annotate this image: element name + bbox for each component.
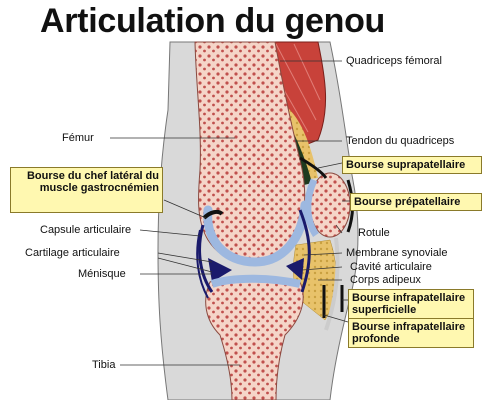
femur-cartilage <box>203 200 310 267</box>
joint-capsule <box>198 209 311 293</box>
label-quadriceps-femoral: Quadriceps fémoral <box>346 55 442 67</box>
label-cartilage-articulaire: Cartilage articulaire <box>25 247 120 259</box>
label-bourse-infra-superficielle: Bourse infrapatellaire superficielle <box>348 289 474 319</box>
label-tendon-quadriceps: Tendon du quadriceps <box>346 135 455 147</box>
label-tibia: Tibia <box>92 359 116 371</box>
meniscus-anterior <box>286 258 304 280</box>
label-menisque: Ménisque <box>78 268 126 280</box>
tibia-cartilage <box>210 274 301 288</box>
label-rotule: Rotule <box>358 227 390 239</box>
label-corps-adipeux: Corps adipeux <box>350 274 421 286</box>
diagram-title: Articulation du genou <box>40 2 386 40</box>
meniscus-posterior <box>208 258 232 282</box>
label-bourse-chef-lateral: Bourse du chef latéral du muscle gastroc… <box>10 167 163 213</box>
label-bourse-infra-profonde: Bourse infrapatellaire profonde <box>348 318 474 348</box>
label-capsule-articulaire: Capsule articulaire <box>40 224 132 236</box>
gastrocnemius-bursa <box>202 209 224 220</box>
label-bourse-suprapatellaire: Bourse suprapatellaire <box>342 156 482 174</box>
patellar-tendon <box>324 237 340 331</box>
label-cavite-articulaire: Cavité articulaire <box>350 261 432 273</box>
suprapatellar-bursa <box>299 156 328 179</box>
capsule-synovial <box>196 229 209 299</box>
label-bourse-prepatellaire: Bourse prépatellaire <box>350 193 482 211</box>
label-femur: Fémur <box>62 132 94 144</box>
leader-lines <box>110 60 350 366</box>
label-membrane-synoviale: Membrane synoviale <box>346 247 448 259</box>
patella-cartilage <box>304 178 320 237</box>
